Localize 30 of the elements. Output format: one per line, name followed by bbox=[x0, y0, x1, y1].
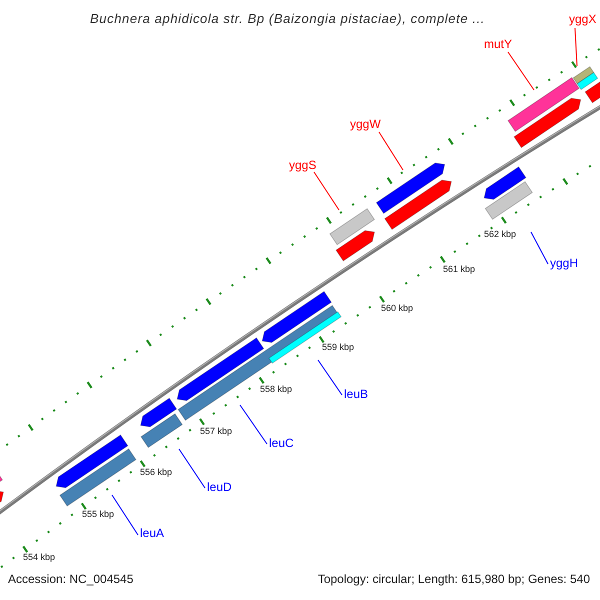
tick-label: 554 kbp bbox=[23, 553, 56, 562]
leader-line bbox=[112, 494, 138, 536]
tick-label: 557 kbp bbox=[200, 427, 232, 436]
gene-label: leuA bbox=[140, 526, 164, 540]
gene-label: yggH bbox=[550, 256, 578, 270]
map-title: Buchnera aphidicola str. Bp (Baizongia pistaciae), complete ... bbox=[90, 10, 486, 28]
map-info: Accession: NC_004545 bbox=[8, 573, 134, 585]
leader-line bbox=[508, 52, 534, 90]
gene-label: leuB bbox=[344, 387, 368, 401]
tick-label: 560 kbp bbox=[381, 304, 414, 313]
map-info: Topology: circular; Length: 615,980 bp; Genes: 540 bbox=[318, 573, 590, 585]
leader-line bbox=[240, 404, 268, 444]
gene-label: leuD bbox=[207, 480, 232, 494]
tick-label: 558 kbp bbox=[260, 385, 292, 394]
leader-line bbox=[314, 172, 340, 210]
tick-label: 562 kbp bbox=[484, 230, 516, 239]
leader-line bbox=[318, 360, 342, 396]
leader-line bbox=[530, 232, 548, 264]
gene-label: yggS bbox=[289, 158, 316, 172]
gene-label: yggW bbox=[350, 117, 381, 131]
tick-label: 561 kbp bbox=[443, 265, 476, 274]
leader-line bbox=[378, 132, 404, 170]
gene-label: yggX bbox=[569, 12, 596, 26]
tick-label: 555 kbp bbox=[82, 510, 114, 519]
tick-label: 556 kbp bbox=[140, 468, 172, 477]
gene-label: leuC bbox=[269, 436, 294, 450]
leader-line bbox=[178, 448, 206, 488]
tick-label: 559 kbp bbox=[322, 343, 354, 352]
gene-label: mutY bbox=[484, 37, 512, 51]
leader-line bbox=[574, 28, 578, 66]
